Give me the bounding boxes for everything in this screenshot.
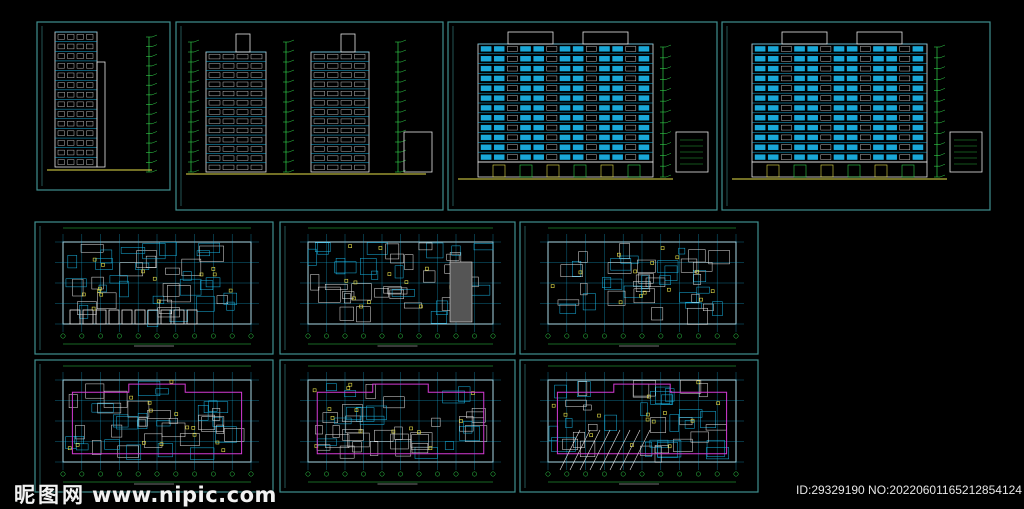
drawing-panel-standard-floor-plan xyxy=(34,359,274,493)
drawing-panel-front-elevation xyxy=(447,21,718,211)
drawing-panel-typical-floor-plan xyxy=(519,221,759,355)
drawing-panel-side-elevations xyxy=(175,21,444,211)
watermark-cn: 昵图网 xyxy=(14,483,86,507)
image-id-label: ID:29329190 NO:20220601165212854124 xyxy=(796,483,1022,497)
drawing-panel-upper-floor-plan xyxy=(279,359,516,493)
drawing-panel-basement-plan xyxy=(34,221,274,355)
drawing-panel-section xyxy=(36,21,171,191)
drawing-panel-roof-plan xyxy=(519,359,759,493)
watermark-url: www.nipic.com xyxy=(92,483,277,507)
drawing-panel-ground-floor-plan xyxy=(279,221,516,355)
drawing-panel-rear-elevation xyxy=(721,21,991,211)
